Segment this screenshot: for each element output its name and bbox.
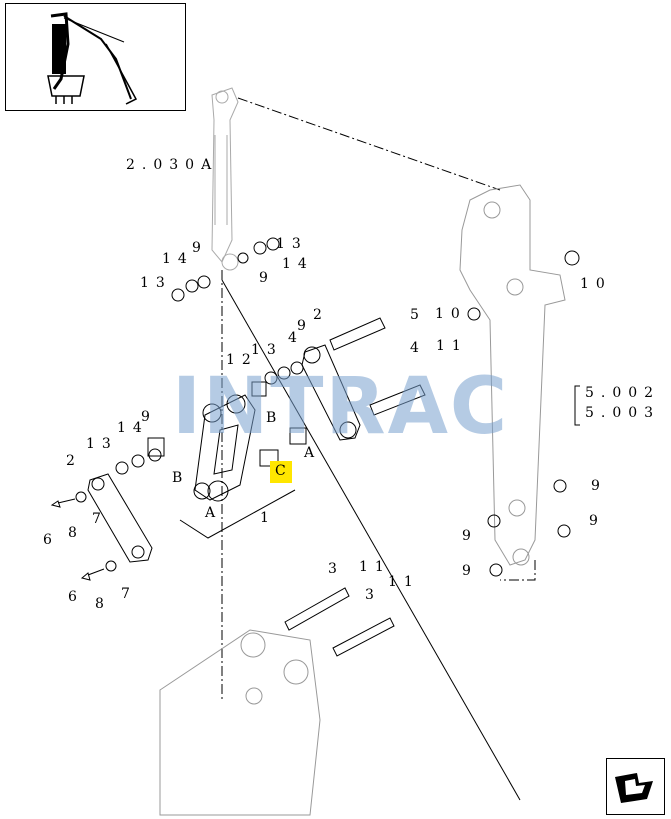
- callout-10-a[interactable]: 10: [580, 276, 612, 292]
- callout-12[interactable]: 12: [226, 352, 258, 368]
- callout-2-a[interactable]: 2: [313, 307, 329, 323]
- callout-13-c[interactable]: 13: [251, 342, 283, 358]
- callout-a-a[interactable]: A: [304, 445, 322, 461]
- callout-b-a[interactable]: B: [266, 410, 284, 426]
- callout-9-g[interactable]: 9: [462, 528, 478, 544]
- callout-11-c[interactable]: 11: [388, 574, 420, 590]
- callout-9-f[interactable]: 9: [589, 513, 605, 529]
- callout-9-h[interactable]: 9: [462, 563, 478, 579]
- callout-11-b[interactable]: 11: [359, 559, 391, 575]
- watermark: INTRAC: [172, 362, 510, 452]
- callout-9-a[interactable]: 9: [192, 240, 208, 256]
- callout-9-c[interactable]: 9: [297, 318, 313, 334]
- callout-6-b[interactable]: 6: [68, 589, 84, 605]
- arrow-icon-graphic: [615, 773, 653, 803]
- callout-10-b[interactable]: 10: [435, 306, 467, 322]
- callout-a-b[interactable]: A: [205, 505, 223, 521]
- callout-c[interactable]: C: [275, 463, 293, 479]
- callout-4-b[interactable]: 4: [410, 340, 426, 356]
- callout-6-a[interactable]: 6: [43, 532, 59, 548]
- callout-5[interactable]: 5: [410, 307, 426, 323]
- callout-3-a[interactable]: 3: [328, 561, 344, 577]
- callout-2030a[interactable]: 2.030A: [126, 157, 219, 173]
- callout-5002[interactable]: 5.002: [585, 385, 661, 401]
- machine-overview-thumbnail[interactable]: [5, 3, 186, 111]
- callout-13-b[interactable]: 13: [140, 275, 172, 291]
- callout-13-a[interactable]: 13: [276, 236, 308, 252]
- callout-9-e[interactable]: 9: [591, 478, 607, 494]
- callout-7-b[interactable]: 7: [121, 586, 137, 602]
- callout-13-d[interactable]: 13: [86, 436, 118, 452]
- callout-14-c[interactable]: 14: [117, 420, 149, 436]
- callout-8-a[interactable]: 8: [68, 525, 84, 541]
- callout-14-a[interactable]: 14: [282, 256, 314, 272]
- overview-arm-drawing: [47, 12, 138, 105]
- callout-9-b[interactable]: 9: [259, 270, 275, 286]
- callout-9-d[interactable]: 9: [141, 409, 157, 425]
- callout-8-b[interactable]: 8: [95, 596, 111, 612]
- callout-14-b[interactable]: 14: [162, 251, 194, 267]
- callout-1[interactable]: 1: [260, 510, 276, 526]
- highlight-marker: [270, 461, 292, 483]
- callout-b-b[interactable]: B: [172, 470, 190, 486]
- next-page-arrow-icon[interactable]: [606, 758, 665, 815]
- callout-2-b[interactable]: 2: [66, 453, 82, 469]
- callout-5003[interactable]: 5.003: [585, 405, 661, 421]
- callout-4-a[interactable]: 4: [288, 330, 304, 346]
- callout-7-a[interactable]: 7: [92, 511, 108, 527]
- callout-11-a[interactable]: 11: [436, 338, 468, 354]
- callout-3-b[interactable]: 3: [365, 587, 381, 603]
